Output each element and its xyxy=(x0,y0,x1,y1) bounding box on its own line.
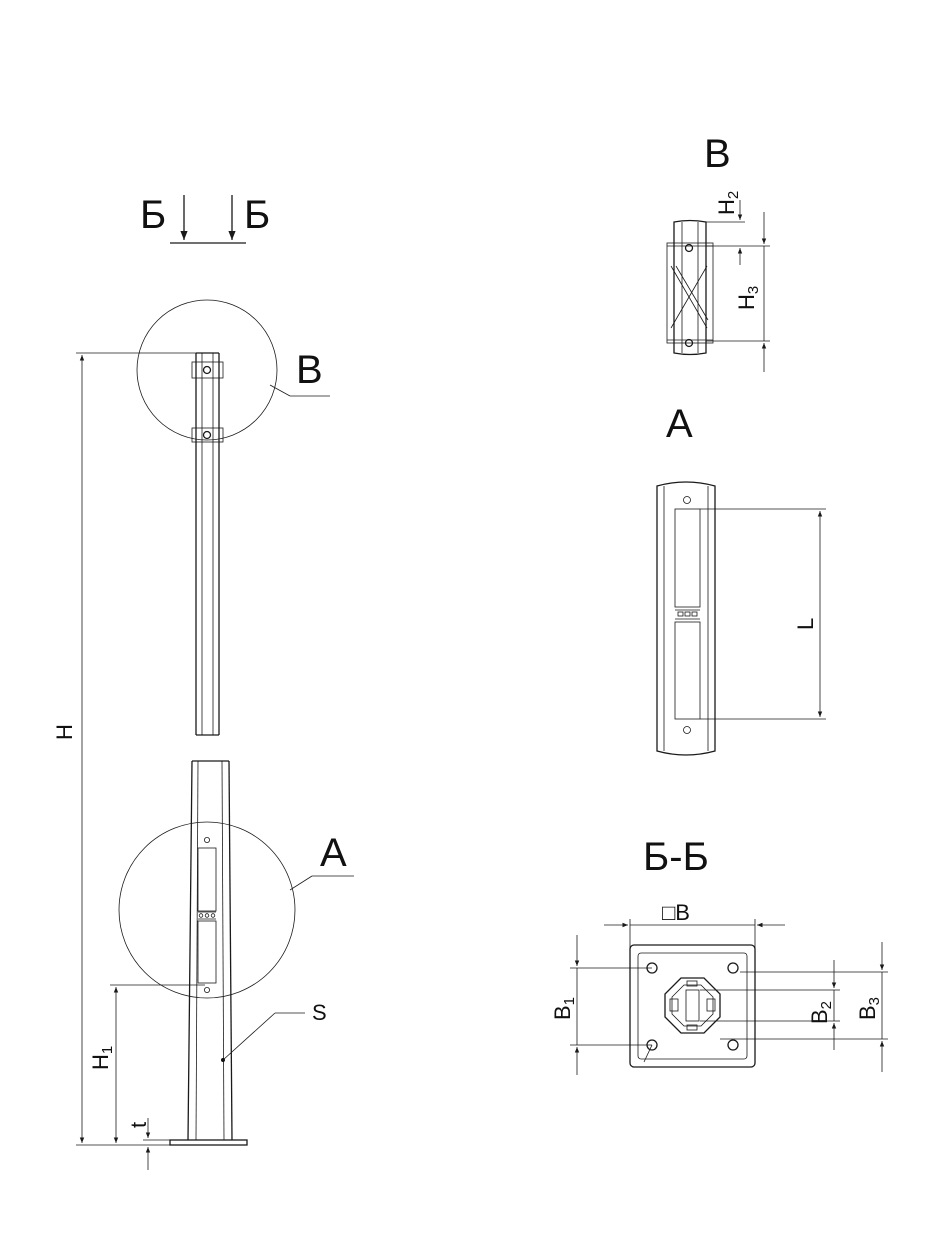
b2-label-sub: 2 xyxy=(818,1001,835,1009)
detail-v-title: В xyxy=(704,132,731,176)
section-mark-right-label: Б xyxy=(244,193,270,237)
h3-label-base: H xyxy=(734,294,759,310)
h3-label-sub: 3 xyxy=(745,286,762,294)
section-mark-b-b: Б Б xyxy=(140,193,270,244)
b1-label-base: B xyxy=(550,1005,575,1020)
svg-text:B1: B1 xyxy=(550,997,578,1020)
detail-a-callout: А xyxy=(118,821,354,999)
detail-v-bolt-bottom xyxy=(684,338,694,348)
detail-v-pole-body xyxy=(673,219,707,356)
pole-upper-part xyxy=(191,352,224,736)
detail-v-callout-label: В xyxy=(296,348,323,392)
detail-a-view: А L xyxy=(656,402,826,756)
detail-v-bolt-top xyxy=(684,243,694,253)
svg-text:H2: H2 xyxy=(714,191,742,215)
h2-label-sub: 2 xyxy=(725,191,742,199)
svg-text:B2: B2 xyxy=(807,1001,835,1024)
detail-v-circle xyxy=(136,299,278,441)
s-leader: S xyxy=(222,1000,327,1061)
section-b-b-title: Б-Б xyxy=(643,835,709,879)
b1-label-sub: 1 xyxy=(561,997,578,1005)
pole-lower-part xyxy=(169,760,248,1146)
section-b-b-view: Б-Б □B B1 xyxy=(550,835,888,1075)
detail-a-door-upper xyxy=(674,508,701,608)
dimension-h: H xyxy=(52,352,196,1146)
h2-label-base: H xyxy=(714,199,739,215)
door-upper xyxy=(197,847,217,912)
b3-label-base: B xyxy=(855,1005,880,1020)
h1-label-base: H xyxy=(88,1054,113,1070)
detail-a-circle xyxy=(118,821,296,999)
detail-v-view: В H2 H3 xyxy=(666,132,770,372)
detail-a-title: А xyxy=(666,402,693,446)
h1-label-sub: 1 xyxy=(99,1046,116,1054)
section-base-plate xyxy=(629,944,756,1068)
bolt-hole-top xyxy=(202,365,212,375)
dimension-t: t xyxy=(126,1118,170,1170)
svg-text:H3: H3 xyxy=(734,286,762,310)
b2-label-base: B xyxy=(807,1009,832,1024)
octagon-outer xyxy=(664,977,721,1034)
b3-label-sub: 3 xyxy=(866,997,883,1005)
dimension-h1: H1 xyxy=(88,984,205,1143)
detail-a-callout-label: А xyxy=(320,831,347,875)
door-lower xyxy=(197,920,217,984)
svg-text:B3: B3 xyxy=(855,997,883,1020)
detail-a-pole-body xyxy=(656,481,716,756)
bolt-hole-bottom xyxy=(202,430,212,440)
octagon-inner xyxy=(671,984,714,1027)
s-label: S xyxy=(312,1000,327,1025)
l-label: L xyxy=(793,618,818,630)
h-label: H xyxy=(52,724,77,740)
section-mark-left-label: Б xyxy=(140,193,166,237)
b-square-label: □B xyxy=(662,900,690,925)
t-label: t xyxy=(126,1122,151,1128)
base-plate xyxy=(169,1139,248,1146)
svg-text:H1: H1 xyxy=(88,1046,116,1070)
detail-v-callout: В xyxy=(136,299,330,441)
detail-a-door-lower xyxy=(674,621,701,720)
